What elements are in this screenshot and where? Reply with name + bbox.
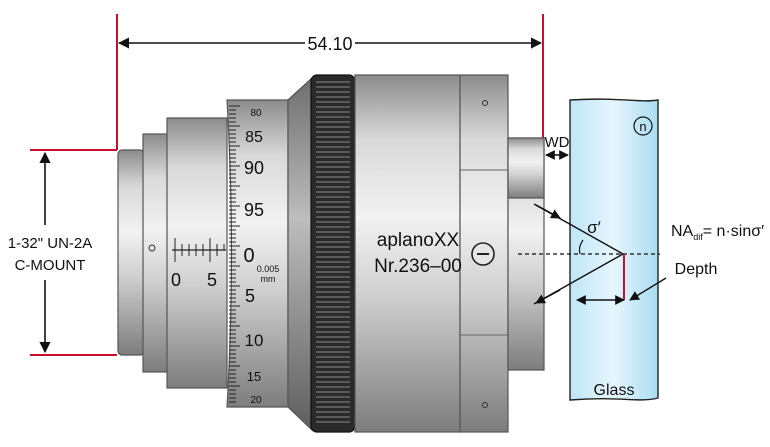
depth-label: Depth (675, 261, 718, 278)
scale-label-10: 10 (245, 331, 264, 350)
mount-thread (117, 149, 145, 356)
vernier-five: 5 (207, 270, 217, 290)
main-body (354, 74, 461, 433)
nose-tip-top (507, 137, 545, 199)
depth-leader (629, 277, 667, 301)
vernier-ticks (174, 238, 225, 262)
knurl-pattern (316, 81, 350, 423)
mount-screw-icon (148, 244, 156, 252)
scale-unit-value: 0.005 (257, 264, 280, 274)
scale-label-95: 95 (244, 200, 264, 220)
barrel-rear (166, 117, 228, 389)
scale-label-5: 5 (245, 286, 255, 306)
micrometer-thimble (226, 99, 289, 408)
refractive-index-icon (633, 116, 653, 136)
overall-length-label: 54.10 (307, 34, 352, 54)
mount-thread-label: 1-32" UN-2A (8, 235, 93, 252)
scale-label-20: 20 (250, 395, 262, 406)
scale-label-80: 80 (250, 108, 262, 119)
lens-number-label: Nr.236–00 (374, 256, 462, 277)
ray-upper-arrow (535, 204, 561, 219)
aperture-angle-label: σ′ (587, 218, 601, 237)
scale-label-90: 90 (244, 158, 264, 178)
refractive-index-symbol: n (639, 119, 646, 134)
barrel-cone (287, 76, 313, 432)
body-screw-top-icon (482, 100, 488, 106)
ray-lower-arrow (535, 289, 561, 304)
scale-label-15: 15 (247, 369, 261, 384)
lens-model-label: aplanoXX (377, 230, 460, 251)
glass-label: Glass (594, 382, 635, 399)
body-screw-bottom-icon (482, 402, 488, 408)
scale-label-85: 85 (245, 129, 263, 146)
mount-type-label: C-MOUNT (15, 257, 86, 274)
na-label: NAdif= n·sinσ′ (671, 223, 764, 242)
scale-label-0: 0 (243, 245, 254, 267)
mount-collar (142, 133, 169, 373)
vernier-zero: 0 (171, 270, 181, 290)
thimble-ticks (229, 105, 240, 403)
knurled-ring (310, 74, 356, 433)
scale-unit: mm (261, 274, 276, 284)
aperture-angle-arc (578, 239, 584, 255)
working-distance-label: WD (545, 134, 570, 151)
